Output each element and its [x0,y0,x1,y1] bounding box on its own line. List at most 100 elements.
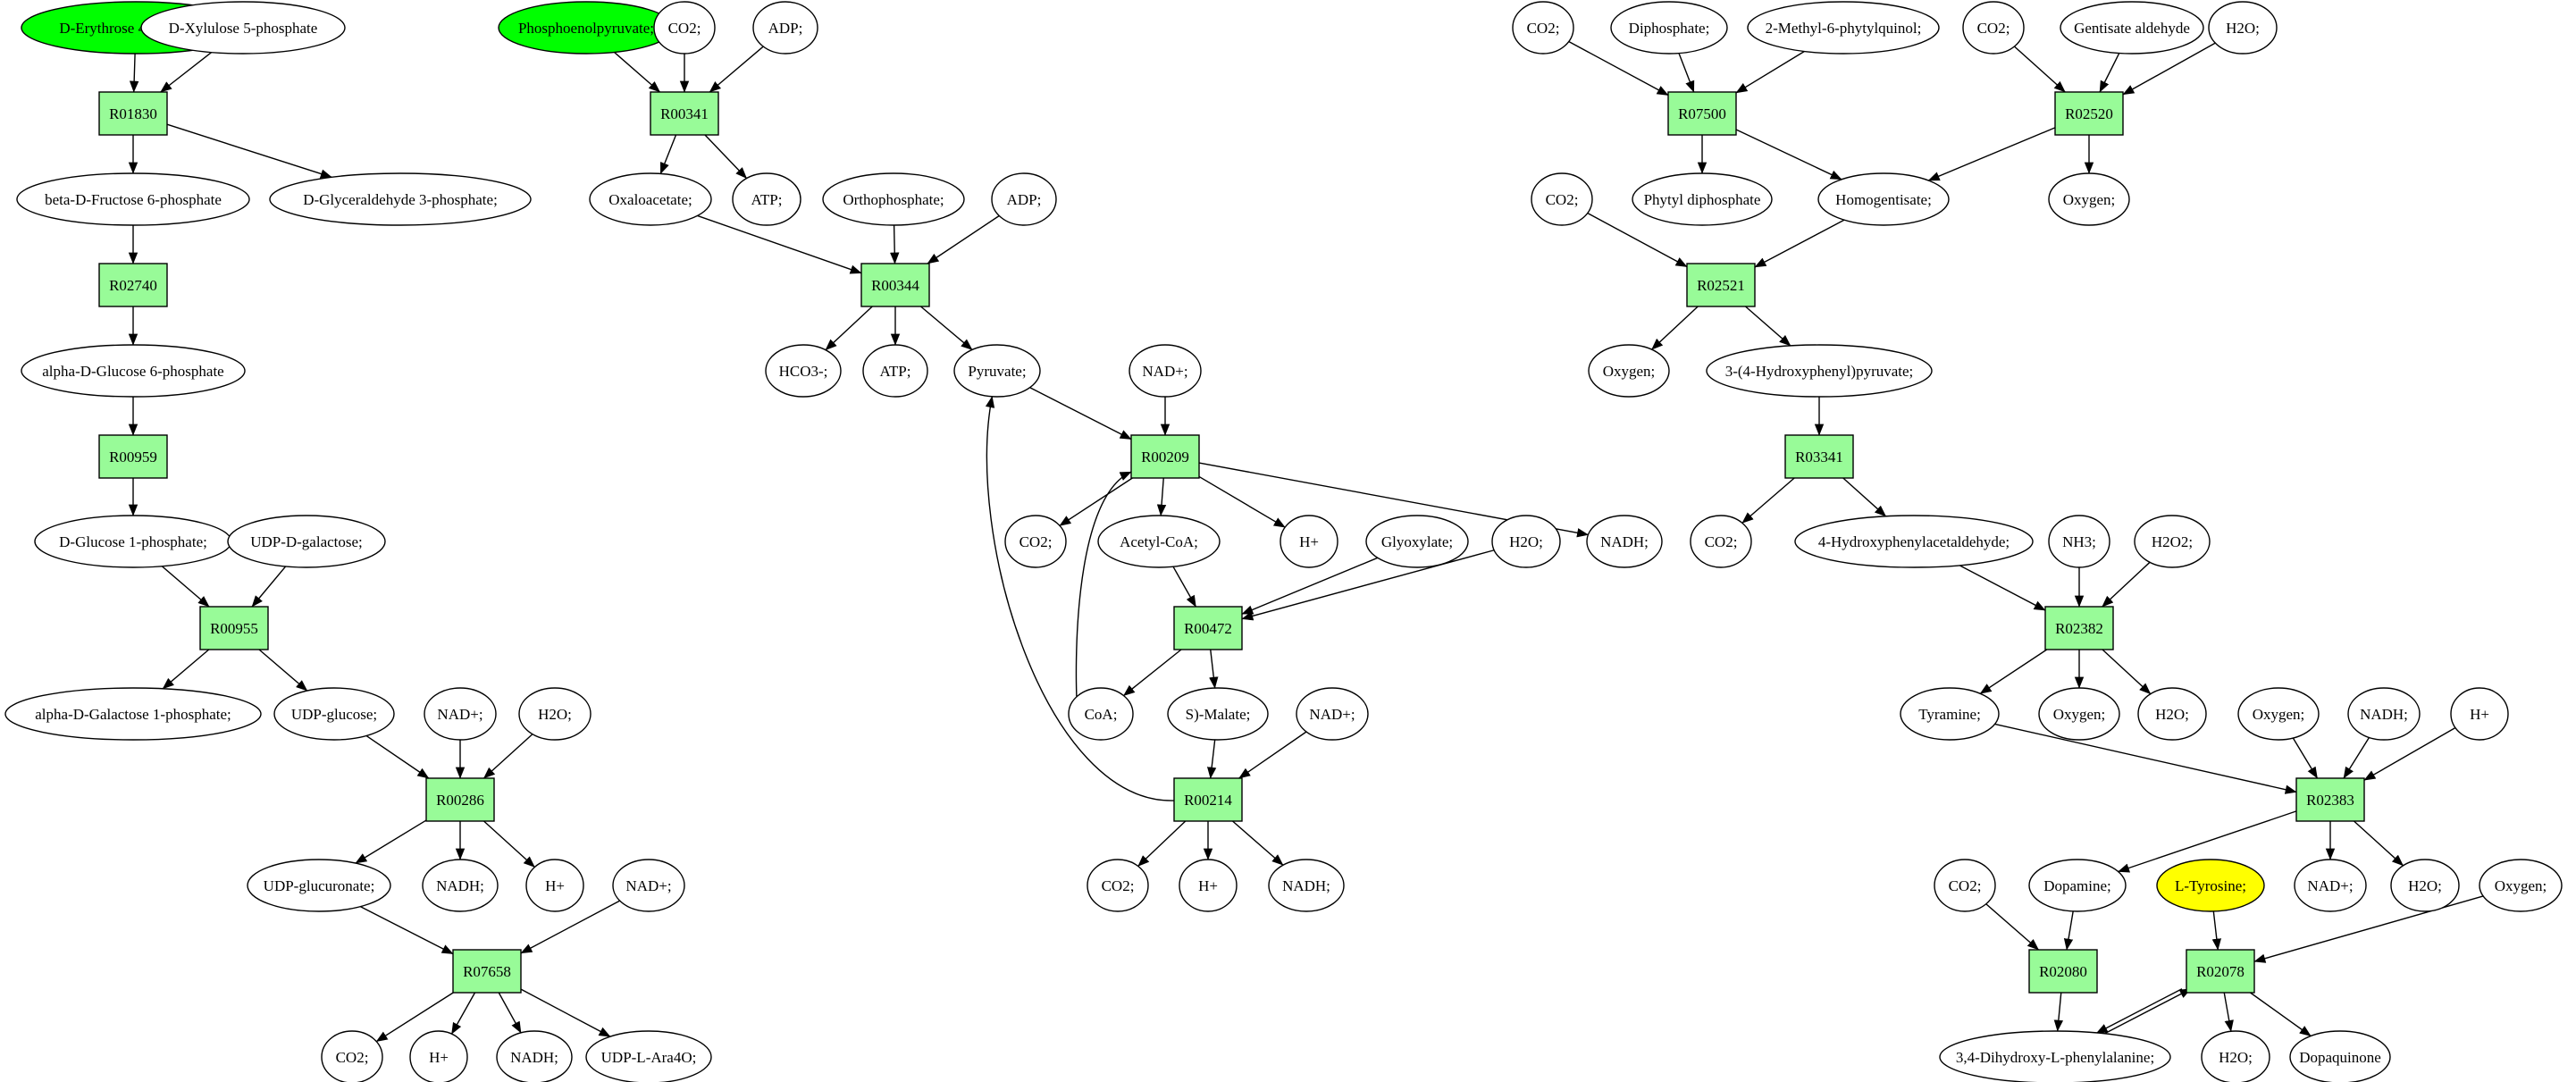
compound-node[interactable]: HCO3-; [765,344,842,398]
reaction-box [98,91,168,136]
compound-node[interactable]: 3-(4-Hydroxyphenyl)pyruvate; [1706,344,1933,398]
compound-node[interactable]: CO2; [1962,1,2025,55]
compound-node[interactable]: CO2; [1512,1,1574,55]
compound-node[interactable]: H+ [409,1030,468,1082]
compound-node[interactable]: L-Tyrosine; [2156,859,2265,912]
compound-node[interactable]: UDP-L-Ara4O; [585,1030,712,1082]
compound-node[interactable]: NAD+; [2294,859,2367,912]
compound-node[interactable]: CO2; [1690,515,1752,568]
compound-node[interactable]: H2O; [2201,1030,2270,1082]
node-label: CO2; [1705,533,1738,550]
compound-node[interactable]: H2O; [2208,1,2278,55]
compound-node[interactable]: 4-Hydroxyphenylacetaldehyde; [1794,515,2034,568]
reaction-node[interactable]: R00214 [1173,777,1243,822]
compound-node[interactable]: H+ [1280,515,1338,568]
compound-node[interactable]: D-Glucose 1-phosphate; [34,515,232,568]
compound-node[interactable]: Tyramine; [1900,687,2000,741]
reaction-node[interactable]: R02520 [2054,91,2124,136]
compound-node[interactable]: NADH; [496,1030,573,1082]
compound-node[interactable]: CO2; [1004,515,1067,568]
compound-node[interactable]: ADP; [991,172,1057,226]
reaction-node[interactable]: R02080 [2028,949,2098,994]
compound-node[interactable]: H2O; [1491,515,1561,568]
reaction-node[interactable]: R00344 [860,263,930,307]
reaction-node[interactable]: R07658 [452,949,522,994]
compound-node[interactable]: NADH; [1586,515,1663,568]
reaction-box [2295,777,2365,822]
node-label: 3-(4-Hydroxyphenyl)pyruvate; [1725,363,1914,380]
node-label: alpha-D-Galactose 1-phosphate; [35,706,231,723]
compound-node[interactable]: ATP; [732,172,801,226]
reaction-box [199,606,269,650]
compound-node[interactable]: CO2; [321,1030,383,1082]
compound-node[interactable]: Oxygen; [2479,859,2563,912]
compound-node[interactable]: NAD+; [612,859,685,912]
compound-node[interactable]: H+ [525,859,584,912]
compound-node[interactable]: CO2; [653,1,716,55]
compound-node[interactable]: CO2; [1531,172,1593,226]
compound-node[interactable]: ATP; [862,344,928,398]
compound-node[interactable]: ADP; [752,1,818,55]
compound-node[interactable]: CO2; [1934,859,1996,912]
compound-node[interactable]: Oxaloacetate; [589,172,712,226]
reaction-node[interactable]: R00209 [1130,434,1200,479]
node-label: NADH; [1600,533,1649,550]
edge-c7-r4 [251,566,287,608]
compound-node[interactable]: D-Glyceraldehyde 3-phosphate; [269,172,532,226]
compound-node[interactable]: H2O; [2137,687,2207,741]
compound-node[interactable]: D-Xylulose 5-phosphate [140,1,346,55]
compound-node[interactable]: alpha-D-Galactose 1-phosphate; [4,687,262,741]
compound-node[interactable]: CoA; [1068,687,1134,741]
reaction-node[interactable]: R02382 [2044,606,2114,650]
compound-node[interactable]: H2O2; [2134,515,2211,568]
reaction-node[interactable]: R02078 [2186,949,2255,994]
compound-node[interactable]: beta-D-Fructose 6-phosphate [16,172,250,226]
reaction-node[interactable]: R07500 [1667,91,1737,136]
compound-node[interactable]: NADH; [422,859,499,912]
compound-node[interactable]: 2-Methyl-6-phytylquinol; [1747,1,1940,55]
reaction-node[interactable]: R01830 [98,91,168,136]
compound-node[interactable]: Oxygen; [1588,344,1670,398]
compound-node[interactable]: NAD+; [1296,687,1369,741]
reaction-node[interactable]: R02740 [98,263,168,307]
compound-node[interactable]: alpha-D-Glucose 6-phosphate [21,344,246,398]
compound-node[interactable]: Oxygen; [2038,687,2120,741]
reaction-node[interactable]: R00472 [1173,606,1243,650]
reaction-node[interactable]: R00341 [650,91,719,136]
compound-node[interactable]: Oxygen; [2237,687,2320,741]
reaction-node[interactable]: R02383 [2295,777,2365,822]
compound-node[interactable]: Acetyl-CoA; [1097,515,1221,568]
compound-node[interactable]: Dopamine; [2028,859,2127,912]
compound-node[interactable]: CO2; [1087,859,1149,912]
compound-node[interactable]: S)-Malate; [1167,687,1269,741]
reaction-node[interactable]: R00955 [199,606,269,650]
compound-node[interactable]: 3,4-Dihydroxy-L-phenylalanine; [1939,1030,2171,1082]
compound-node[interactable]: NADH; [1268,859,1345,912]
compound-node[interactable]: UDP-D-galactose; [227,515,386,568]
compound-node[interactable]: Dopaquinone [2289,1030,2391,1082]
compound-node[interactable]: NH3; [2048,515,2110,568]
reaction-node[interactable]: R02521 [1686,263,1756,307]
edge-r19-c71 [2095,988,2183,1035]
compound-node[interactable]: Orthophosphate; [822,172,965,226]
compound-node[interactable]: H2O; [518,687,592,741]
reaction-node[interactable]: R00959 [98,434,168,479]
reaction-node[interactable]: R03341 [1784,434,1854,479]
compound-node[interactable]: NADH; [2347,687,2421,741]
compound-node[interactable]: UDP-glucuronate; [247,859,391,912]
compound-node[interactable]: Gentisate aldehyde [2060,1,2204,55]
compound-node[interactable]: Phosphoenolpyruvate; [498,1,675,55]
compound-node[interactable]: Pyruvate; [953,344,1041,398]
compound-node[interactable]: Glyoxylate; [1365,515,1469,568]
compound-node[interactable]: Oxygen; [2048,172,2130,226]
compound-node[interactable]: NAD+; [424,687,497,741]
compound-node[interactable]: H+ [2450,687,2509,741]
reaction-node[interactable]: R00286 [425,777,495,822]
compound-node[interactable]: UDP-glucose; [273,687,395,741]
compound-node[interactable]: Homogentisate; [1817,172,1950,226]
compound-node[interactable]: H+ [1179,859,1238,912]
compound-node[interactable]: H2O; [2390,859,2460,912]
compound-node[interactable]: Diphosphate; [1610,1,1728,55]
compound-node[interactable]: NAD+; [1129,344,1202,398]
compound-node[interactable]: Phytyl diphosphate [1632,172,1773,226]
